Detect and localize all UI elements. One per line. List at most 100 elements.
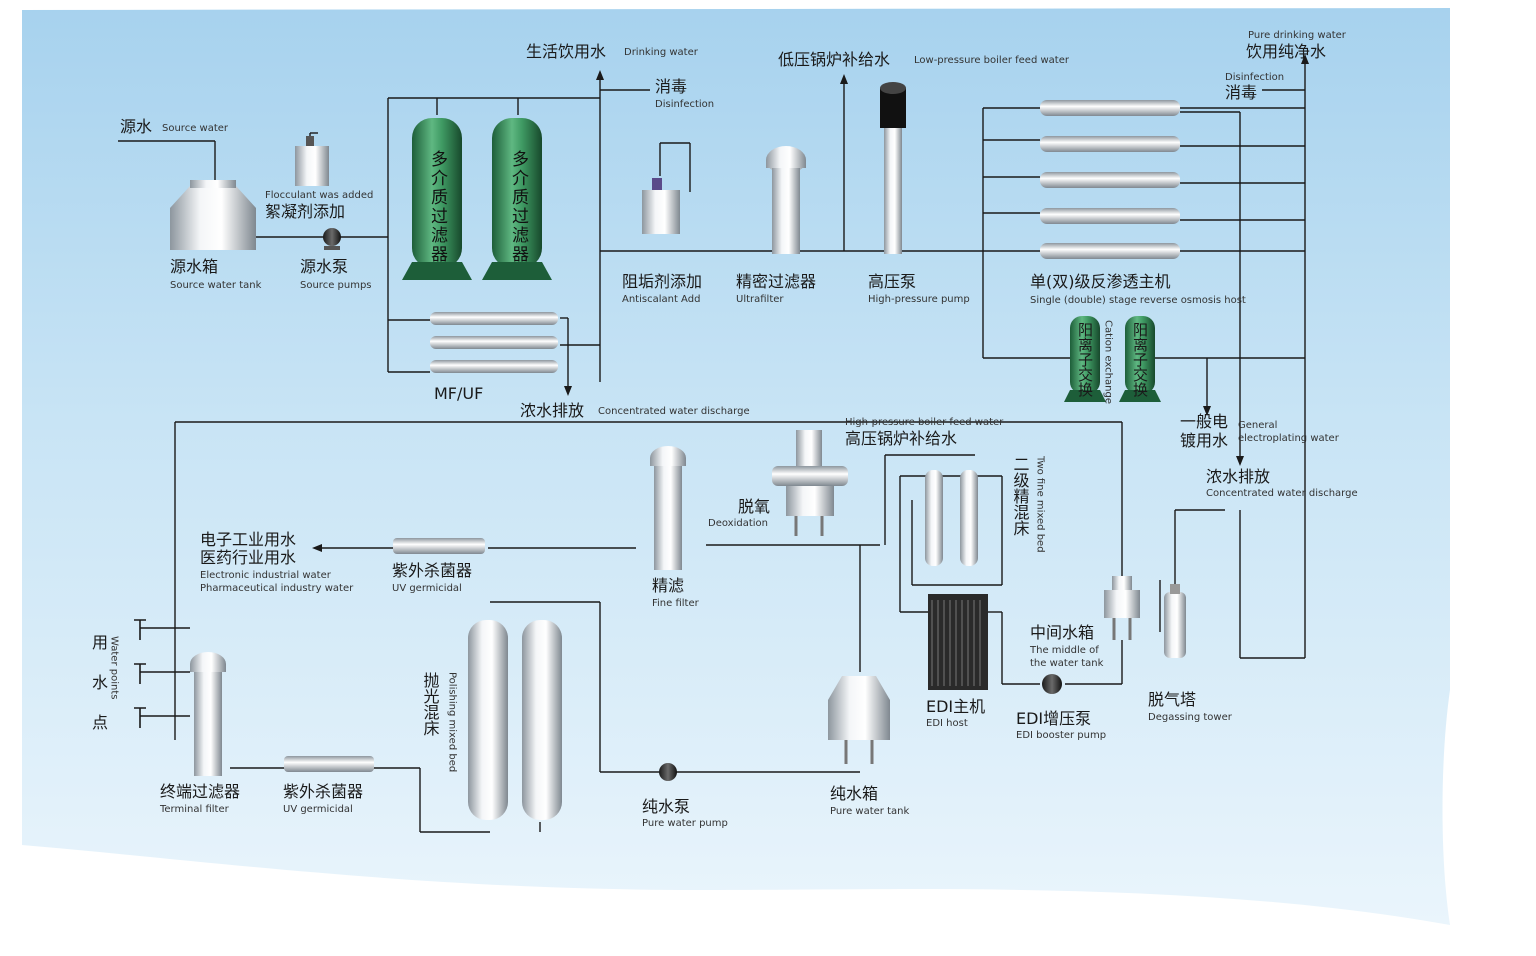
label-flocculant: 絮凝剂添加 [265, 202, 345, 221]
label-terminal: 终端过滤器 [160, 782, 240, 801]
label-hp-pump-en: High-pressure pump [868, 294, 970, 305]
label-uv-2-en: UV germicidal [283, 804, 353, 815]
label-drinking-water-en: Drinking water [624, 47, 699, 58]
label-edi-pump: EDI增压泵 [1016, 709, 1091, 728]
label-degassing-en: Degassing tower [1148, 712, 1233, 723]
label-hp-boiler: 高压锅炉补给水 [845, 429, 957, 448]
label-antiscalant-en: Antiscalant Add [622, 294, 700, 305]
label-electroplating-en1: General [1238, 420, 1277, 431]
label-edi-pump-en: EDI booster pump [1016, 730, 1106, 741]
label-two-mixed: 二级精混床 [1011, 456, 1030, 536]
terminal-filter-vessel [190, 652, 226, 776]
label-middle-tank-en2: the water tank [1030, 658, 1104, 669]
label-multi-media-1: 多介质过滤器 [427, 150, 448, 264]
label-disinfection-2-en: Disinfection [1225, 72, 1284, 83]
pure-water-pump [659, 763, 677, 781]
label-deoxidation: 脱氧 [738, 497, 770, 516]
middle-water-tank [1104, 576, 1140, 640]
label-edi-host-en: EDI host [926, 718, 968, 729]
label-disinfection-2: 消毒 [1225, 83, 1257, 102]
label-antiscalant: 阻垢剂添加 [622, 272, 702, 291]
ultrafilter-vessel [766, 146, 806, 254]
label-electronic-2: 医药行业用水 [200, 548, 296, 567]
label-hp-pump: 高压泵 [868, 272, 916, 291]
mf-uf-membranes [430, 312, 558, 373]
label-uv-1: 紫外杀菌器 [392, 561, 472, 580]
label-electronic-en2: Pharmaceutical industry water [200, 583, 354, 594]
label-flocculant-en: Flocculant was added [265, 190, 373, 201]
label-disinfection-1: 消毒 [655, 77, 687, 96]
label-water-points-3: 点 [92, 713, 108, 732]
label-lp-boiler-en: Low-pressure boiler feed water [914, 55, 1070, 66]
label-fine-filter: 精滤 [652, 576, 684, 595]
uv-germicidal-1 [393, 538, 485, 554]
label-cation-1: 阳离子交换 [1076, 322, 1094, 398]
edi-booster-pump [1042, 674, 1062, 694]
label-ro-host: 单(双)级反渗透主机 [1030, 272, 1171, 291]
label-fine-filter-en: Fine filter [652, 598, 700, 609]
label-terminal-en: Terminal filter [159, 804, 230, 815]
cation-exchanger-2 [1119, 316, 1161, 402]
degassing-tower [1164, 584, 1186, 658]
label-disinfection-1-en: Disinfection [655, 99, 714, 110]
deoxidation-unit [772, 430, 848, 536]
label-ro-host-en: Single (double) stage reverse osmosis ho… [1030, 295, 1246, 306]
label-pure-pump: 纯水泵 [642, 797, 690, 816]
label-edi-host: EDI主机 [926, 697, 985, 716]
label-concentrate-2: 浓水排放 [1206, 467, 1270, 486]
fine-mixed-bed-columns [925, 470, 978, 566]
label-polishing-en: Polishing mixed bed [447, 672, 458, 772]
label-multi-media-2: 多介质过滤器 [508, 150, 529, 264]
labels: 源水 Source water 源水箱 Source water tank 源水… [92, 30, 1358, 829]
label-two-mixed-en: Two fine mixed bed [1035, 455, 1046, 553]
label-cation-2: 阳离子交换 [1131, 322, 1149, 398]
label-middle-tank: 中间水箱 [1030, 623, 1094, 642]
label-cation-en: Cation exchange [1103, 320, 1114, 404]
label-hp-boiler-en: High-pressure boiler feed water [845, 417, 1004, 428]
label-concentrate-2-en: Concentrated water discharge [1206, 488, 1358, 499]
label-source-tank-en: Source water tank [170, 280, 262, 291]
source-pump [323, 228, 341, 250]
label-degassing: 脱气塔 [1148, 690, 1196, 709]
label-electroplating-en2: electroplating water [1238, 433, 1340, 444]
label-uv-1-en: UV germicidal [392, 583, 462, 594]
label-water-points-1: 用 [92, 633, 108, 652]
label-polishing: 抛光混床 [421, 672, 440, 736]
label-ultrafilter-en: Ultrafilter [736, 294, 784, 305]
label-electroplating-2: 镀用水 [1180, 431, 1228, 450]
label-lp-boiler: 低压锅炉补给水 [778, 50, 890, 69]
uv-germicidal-2 [284, 756, 374, 772]
label-water-points-2: 水 [92, 673, 108, 692]
label-source-pump: 源水泵 [300, 257, 348, 276]
label-electronic-en1: Electronic industrial water [200, 570, 332, 581]
label-source-pump-en: Source pumps [300, 280, 372, 291]
label-pure-pump-en: Pure water pump [642, 818, 728, 829]
pipes-bottom [140, 358, 1306, 833]
label-deoxidation-en: Deoxidation [708, 518, 768, 529]
label-source-tank: 源水箱 [170, 257, 218, 276]
label-pure-tank-en: Pure water tank [830, 806, 909, 817]
label-concentrate-1-en: Concentrated water discharge [598, 406, 750, 417]
cation-exchanger-1 [1064, 316, 1106, 402]
label-water-points-en: Water points [109, 636, 120, 699]
label-middle-tank-en1: The middle of [1029, 645, 1099, 656]
flocculant-tank [295, 136, 329, 186]
fine-filter-vessel [650, 446, 686, 570]
ro-membranes [1040, 100, 1180, 259]
flow-arrows-top [564, 54, 1309, 466]
multi-media-filter-1 [402, 118, 472, 280]
polishing-mixed-bed [468, 620, 562, 820]
label-drinking-water: 生活饮用水 [526, 42, 606, 61]
pipes-top [118, 60, 1306, 460]
label-electroplating-1: 一般电 [1180, 412, 1228, 431]
water-point-taps [134, 619, 146, 728]
label-ultrafilter: 精密过滤器 [736, 272, 816, 291]
antiscalant-tank [642, 178, 680, 234]
label-pure-drinking-en: Pure drinking water [1248, 30, 1347, 41]
source-water-tank [170, 180, 256, 250]
label-mfuf: MF/UF [434, 384, 483, 403]
high-pressure-pump [880, 82, 906, 254]
label-source-water-en: Source water [162, 123, 229, 134]
